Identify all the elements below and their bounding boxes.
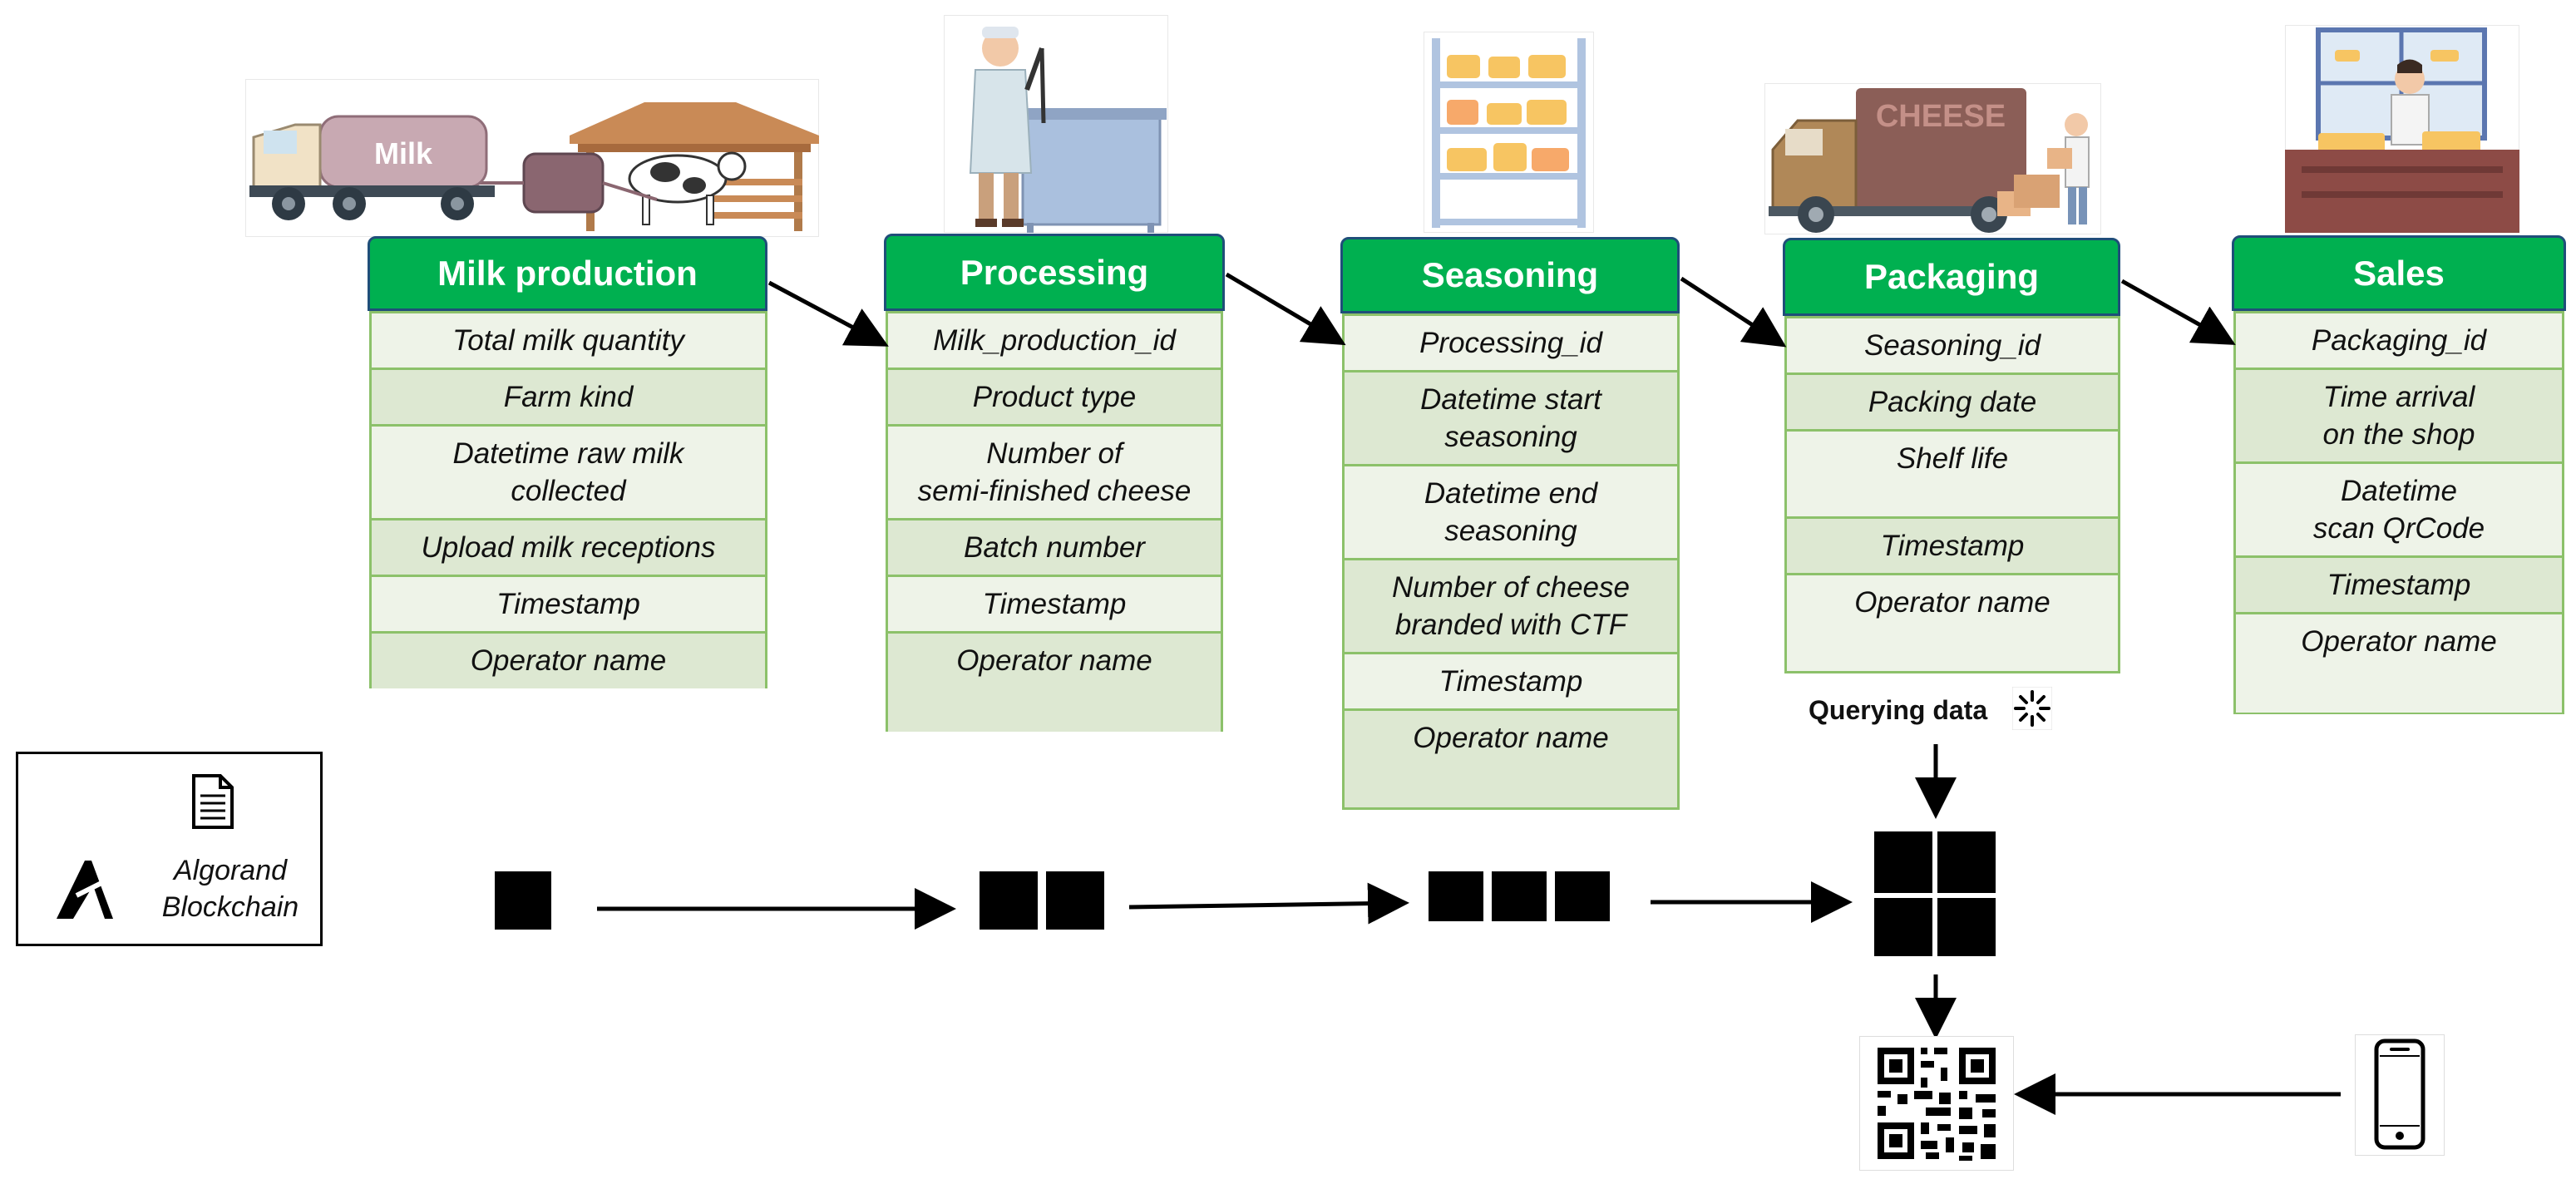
chain-block — [1492, 871, 1547, 921]
arrow-seasoning-to-packaging — [1680, 276, 1787, 348]
field-seasoning-id: Seasoning_id — [1787, 318, 2118, 375]
cheese-truck-label: CHEESE — [1876, 99, 2006, 134]
chain-block — [1555, 871, 1610, 921]
chain-block — [1046, 871, 1104, 930]
loading-spinner-icon — [2012, 687, 2052, 730]
arrow-milk-to-processing — [767, 280, 889, 347]
field-timestamp: Timestamp — [1787, 519, 2118, 575]
field-datetime-end-seasoning: Datetime end seasoning — [1345, 466, 1677, 560]
algorand-logo-icon — [57, 861, 113, 919]
field-operator-name: Operator name — [1787, 575, 2118, 671]
field-time-arrival-on-the-shop: Time arrival on the shop — [2236, 370, 2562, 464]
field-number-of-semi-finished-cheese: Number of semi-finished cheese — [888, 427, 1221, 520]
field-processing-id: Processing_id — [1345, 316, 1677, 372]
field-timestamp: Timestamp — [888, 577, 1221, 634]
stage-fields-processing: Milk_production_id Product type Number o… — [886, 311, 1223, 732]
field-shelf-life: Shelf life — [1787, 432, 2118, 519]
chain-block — [495, 871, 551, 930]
milk-truck-illustration: Milk — [245, 79, 819, 237]
smartphone-icon — [2355, 1034, 2445, 1156]
field-upload-milk-receptions: Upload milk receptions — [372, 520, 765, 577]
stage-fields-sales: Packaging_id Time arrival on the shop Da… — [2233, 311, 2564, 714]
arrow-packaging-to-sales — [2120, 279, 2236, 345]
stage-header-processing: Processing — [884, 234, 1225, 311]
field-datetime-scan-qrcode: Datetime scan QrCode — [2236, 464, 2562, 558]
field-operator-name: Operator name — [1345, 711, 1677, 807]
chain-block — [1874, 898, 1932, 956]
field-product-type: Product type — [888, 370, 1221, 427]
field-timestamp: Timestamp — [2236, 558, 2562, 614]
cheese-truck-illustration: CHEESE — [1764, 83, 2101, 234]
field-farm-kind: Farm kind — [372, 370, 765, 427]
field-packaging-id: Packaging_id — [2236, 313, 2562, 370]
stage-fields-seasoning: Processing_id Datetime start seasoning D… — [1342, 313, 1680, 810]
field-datetime-start-seasoning: Datetime start seasoning — [1345, 372, 1677, 466]
cheese-shop-illustration — [2285, 25, 2519, 233]
chain-block — [1937, 831, 1996, 893]
stage-header-milk-production: Milk production — [368, 236, 767, 311]
stage-header-sales: Sales — [2232, 235, 2566, 311]
stage-fields-packaging: Seasoning_id Packing date Shelf life Tim… — [1784, 316, 2120, 673]
chain-block — [1937, 898, 1996, 956]
field-total-milk-quantity: Total milk quantity — [372, 313, 765, 370]
chain-block — [1874, 831, 1932, 893]
stage-header-seasoning: Seasoning — [1340, 237, 1680, 313]
seasoning-shelves-illustration — [1424, 32, 1594, 233]
qr-code-icon — [1859, 1036, 2014, 1171]
field-batch-number: Batch number — [888, 520, 1221, 577]
field-timestamp: Timestamp — [372, 577, 765, 634]
field-timestamp: Timestamp — [1345, 654, 1677, 711]
field-number-of-cheese-branded: Number of cheese branded with CTF — [1345, 560, 1677, 654]
chain-block — [980, 871, 1038, 930]
milk-truck-label: Milk — [374, 136, 433, 170]
arrow-processing-to-seasoning — [1225, 272, 1346, 346]
legend-box: Algorand Blockchain — [16, 752, 323, 946]
field-datetime-raw-milk-collected: Datetime raw milk collected — [372, 427, 765, 520]
stage-fields-milk-production: Total milk quantity Farm kind Datetime r… — [369, 311, 767, 688]
querying-data-label: Querying data — [1809, 695, 1988, 725]
field-operator-name: Operator name — [888, 634, 1221, 732]
field-milk-production-id: Milk_production_id — [888, 313, 1221, 370]
legend-label: Algorand Blockchain — [161, 855, 299, 923]
arrow-chain-2 — [1128, 882, 1409, 925]
processing-illustration — [944, 15, 1168, 233]
field-operator-name: Operator name — [2236, 614, 2562, 713]
field-operator-name: Operator name — [372, 634, 765, 688]
chain-block — [1429, 871, 1483, 921]
field-packing-date: Packing date — [1787, 375, 2118, 432]
document-icon — [192, 774, 234, 829]
stage-header-packaging: Packaging — [1783, 238, 2120, 316]
